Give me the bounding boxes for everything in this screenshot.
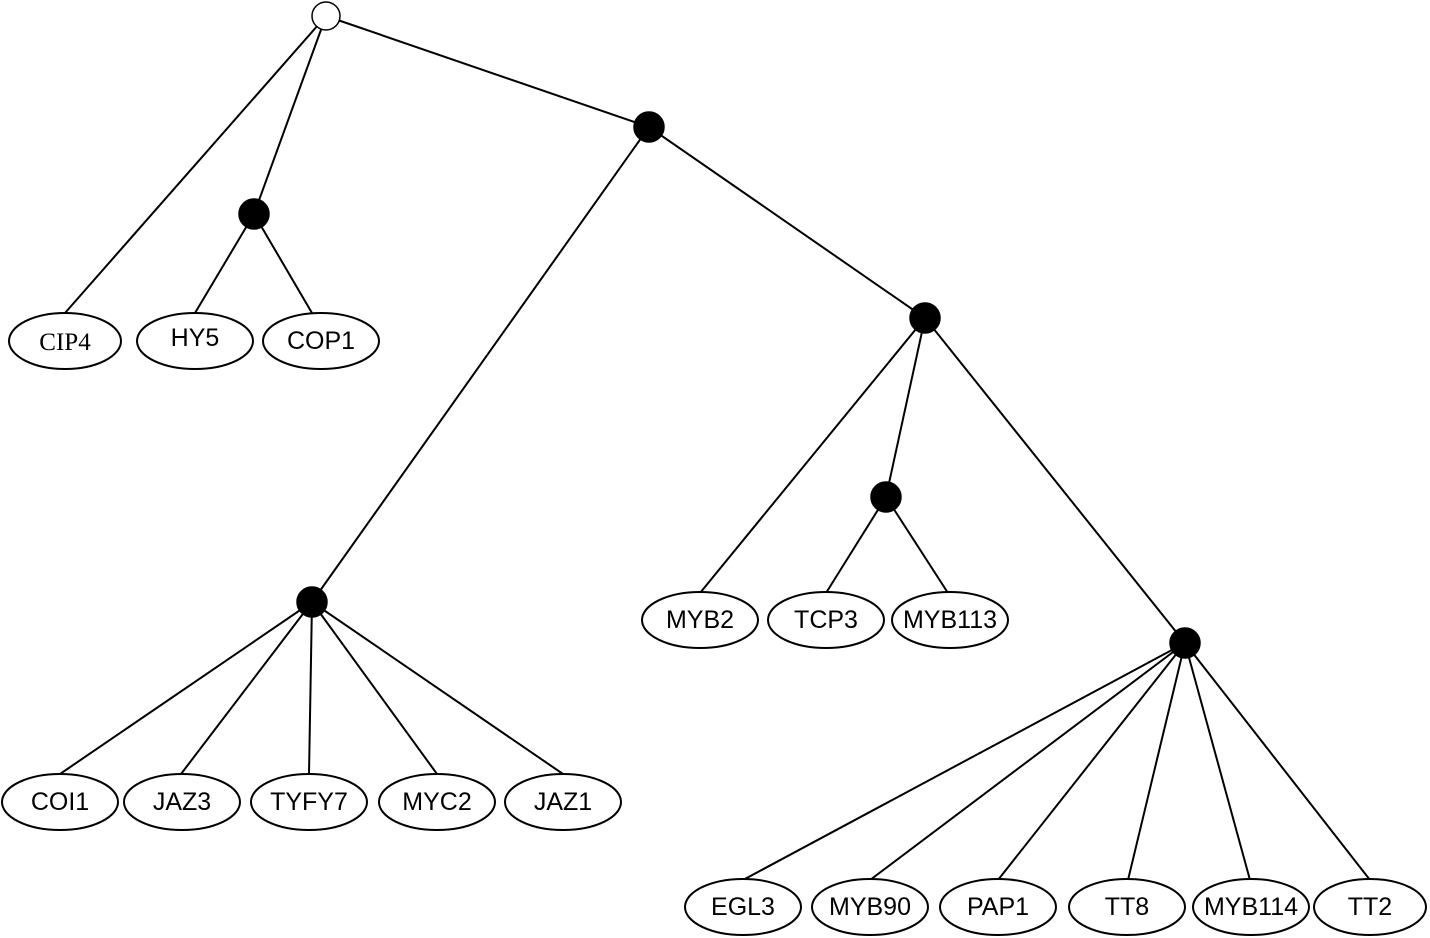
leaf-oval — [1192, 878, 1310, 936]
leaf-label: MYB113 — [903, 606, 997, 634]
edge-root-node-b — [325, 15, 650, 128]
edge-node-c-tyfy7 — [308, 601, 313, 775]
leaf-jaz1: JAZ1 — [504, 773, 622, 831]
leaf-label: TT8 — [1105, 893, 1149, 921]
edge-root-cip4 — [64, 15, 327, 314]
leaf-oval — [123, 773, 241, 831]
edge-node-f-myb90 — [869, 642, 1186, 881]
leaf-tt8: TT8 — [1068, 878, 1186, 936]
leaf-oval — [1068, 878, 1186, 936]
edge-root-node-a — [253, 15, 327, 215]
edge-node-b-node-c — [311, 126, 650, 603]
edge-node-e-tcp3 — [825, 496, 887, 594]
leaf-oval — [136, 312, 254, 370]
leaf-label: JAZ1 — [534, 788, 592, 816]
leaf-oval — [767, 591, 885, 649]
leaf-label: TCP3 — [794, 606, 858, 634]
edge-node-d-myb2 — [699, 317, 926, 594]
edge-node-d-node-e — [885, 317, 926, 498]
leaf-label: MYB114 — [1204, 893, 1298, 921]
edge-node-c-jaz1 — [311, 601, 564, 775]
edge-node-f-myb114 — [1184, 642, 1251, 881]
leaf-myb90: MYB90 — [811, 878, 929, 936]
leaf-label: JAZ3 — [153, 788, 211, 816]
leaf-jaz3: JAZ3 — [123, 773, 241, 831]
leaf-label: MYB90 — [829, 893, 911, 921]
leaf-myb113: MYB113 — [891, 591, 1009, 649]
leaf-label: EGL3 — [711, 893, 775, 921]
edge-node-a-cop1 — [253, 213, 313, 314]
edge-node-c-coi1 — [59, 601, 313, 775]
internal-nodes — [238, 1, 1201, 659]
leaf-myb2: MYB2 — [641, 591, 759, 649]
leaf-tcp3: TCP3 — [767, 591, 885, 649]
leaf-label: MYB2 — [666, 606, 734, 634]
leaves: CIP4 HY5 COP1 MYB2 TCP3 MYB113 COI1 J — [1, 312, 1427, 936]
leaf-oval — [684, 878, 802, 936]
leaf-oval — [641, 591, 759, 649]
leaf-oval — [8, 312, 122, 370]
edge-node-c-jaz3 — [180, 601, 313, 775]
node-a — [238, 198, 270, 230]
leaf-oval — [250, 773, 368, 831]
leaf-oval — [378, 773, 496, 831]
leaf-tyfy7: TYFY7 — [250, 773, 368, 831]
leaf-label: MYC2 — [402, 788, 471, 816]
leaf-myb114: MYB114 — [1192, 878, 1310, 936]
leaf-hy5: HY5 — [136, 312, 254, 370]
leaf-tt2: TT2 — [1313, 878, 1427, 936]
edge-node-c-myc2 — [311, 601, 438, 775]
edges — [59, 15, 1371, 881]
leaf-oval — [1313, 878, 1427, 936]
leaf-oval — [939, 878, 1057, 936]
leaf-cop1: COP1 — [262, 312, 380, 370]
leaf-label: HY5 — [171, 324, 220, 352]
edge-node-f-tt2 — [1184, 642, 1371, 881]
leaf-label: TYFY7 — [270, 788, 348, 816]
edge-node-f-pap1 — [997, 642, 1186, 881]
edge-node-b-node-d — [648, 126, 926, 319]
leaf-cip4: CIP4 — [8, 312, 122, 370]
leaf-label: COI1 — [31, 788, 89, 816]
edge-node-d-node-f — [924, 317, 1186, 644]
leaf-oval — [262, 312, 380, 370]
leaf-oval — [1, 773, 119, 831]
leaf-pap1: PAP1 — [939, 878, 1057, 936]
edge-node-a-hy5 — [194, 213, 255, 314]
edge-node-f-egl3 — [742, 642, 1186, 881]
leaf-oval — [811, 878, 929, 936]
leaf-label: COP1 — [287, 327, 355, 355]
node-b — [633, 111, 665, 143]
leaf-label: CIP4 — [39, 329, 91, 356]
edge-node-f-tt8 — [1127, 642, 1186, 881]
leaf-label: PAP1 — [967, 893, 1029, 921]
leaf-coi1: COI1 — [1, 773, 119, 831]
leaf-label: TT2 — [1348, 893, 1392, 921]
edge-node-e-myb113 — [885, 496, 949, 594]
leaf-egl3: EGL3 — [684, 878, 802, 936]
node-e — [870, 481, 902, 513]
node-d — [909, 302, 941, 334]
leaf-oval — [891, 591, 1009, 649]
leaf-oval — [504, 773, 622, 831]
node-c — [296, 586, 328, 618]
leaf-myc2: MYC2 — [378, 773, 496, 831]
root-node — [311, 1, 341, 31]
node-f — [1169, 627, 1201, 659]
